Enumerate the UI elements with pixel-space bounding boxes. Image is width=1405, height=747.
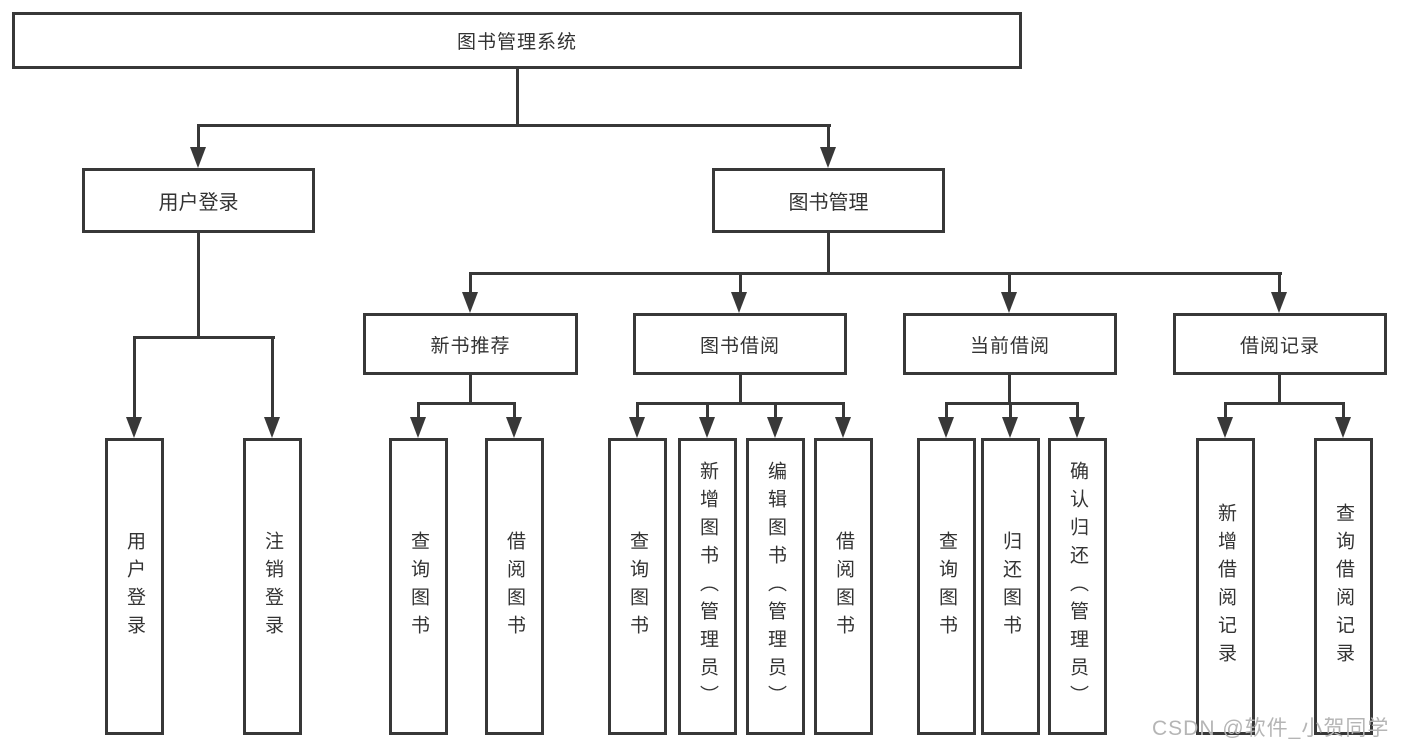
connector-line xyxy=(739,272,742,296)
csdn-watermark: CSDN @软件_小贺同学 xyxy=(1152,717,1390,740)
leaf-label: 新增图书（管理员） xyxy=(697,460,718,713)
arrowhead-down-icon xyxy=(731,292,747,313)
arrowhead-down-icon xyxy=(1002,417,1018,438)
arrowhead-down-icon xyxy=(1069,417,1085,438)
arrowhead-down-icon xyxy=(1217,417,1233,438)
leaf-add-borrow-record: 新增借阅记录 xyxy=(1196,438,1255,735)
leaf-label: 查询借阅记录 xyxy=(1333,502,1354,671)
node-label: 当前借阅 xyxy=(969,335,1050,357)
leaf-label: 新增借阅记录 xyxy=(1215,502,1236,671)
leaf-query-books-3: 查询图书 xyxy=(917,438,976,735)
node-root-library-system: 图书管理系统 xyxy=(12,12,1022,69)
arrowhead-down-icon xyxy=(1271,292,1287,313)
leaf-logout: 注销登录 xyxy=(243,438,302,735)
connector-line xyxy=(1008,272,1011,296)
node-label: 借阅记录 xyxy=(1239,335,1320,357)
connector-line xyxy=(1342,402,1345,420)
connector-line xyxy=(513,402,516,420)
node-label: 图书借阅 xyxy=(699,335,780,357)
leaf-label: 编辑图书（管理员） xyxy=(765,460,786,713)
connector-line xyxy=(469,375,472,404)
node-current-borrow: 当前借阅 xyxy=(903,313,1117,375)
leaf-borrow-books-1: 借阅图书 xyxy=(485,438,544,735)
connector-line xyxy=(706,402,709,420)
connector-line xyxy=(1008,375,1011,404)
arrowhead-down-icon xyxy=(410,417,426,438)
connector-line xyxy=(945,402,948,420)
arrowhead-down-icon xyxy=(506,417,522,438)
leaf-label: 注销登录 xyxy=(262,530,283,643)
leaf-edit-books-admin: 编辑图书（管理员） xyxy=(746,438,805,735)
leaf-label: 借阅图书 xyxy=(833,530,854,643)
node-book-borrow: 图书借阅 xyxy=(633,313,847,375)
connector-line xyxy=(1278,272,1281,296)
arrowhead-down-icon xyxy=(767,417,783,438)
connector-line xyxy=(1224,402,1227,420)
arrowhead-down-icon xyxy=(190,147,206,168)
node-label: 用户登录 xyxy=(158,192,239,214)
connector-line xyxy=(417,402,420,420)
leaf-label: 用户登录 xyxy=(124,530,145,643)
node-label: 新书推荐 xyxy=(430,335,511,357)
leaf-query-books-1: 查询图书 xyxy=(389,438,448,735)
node-borrow-record: 借阅记录 xyxy=(1173,313,1387,375)
leaf-user-login: 用户登录 xyxy=(105,438,164,735)
arrowhead-down-icon xyxy=(1001,292,1017,313)
arrowhead-down-icon xyxy=(264,417,280,438)
node-user-login: 用户登录 xyxy=(82,168,315,233)
connector-line xyxy=(516,69,519,127)
connector-line xyxy=(827,124,830,152)
leaf-label: 归还图书 xyxy=(1000,530,1021,643)
arrowhead-down-icon xyxy=(462,292,478,313)
connector-line xyxy=(774,402,777,420)
connector-line xyxy=(469,272,472,296)
arrowhead-down-icon xyxy=(126,417,142,438)
connector-line xyxy=(636,402,639,420)
connector-line xyxy=(739,375,742,404)
leaf-label: 查询图书 xyxy=(627,530,648,643)
connector-line xyxy=(842,402,845,420)
connector-line xyxy=(133,336,275,339)
connector-line xyxy=(1278,375,1281,404)
arrowhead-down-icon xyxy=(938,417,954,438)
leaf-add-books-admin: 新增图书（管理员） xyxy=(678,438,737,735)
connector-line xyxy=(1076,402,1079,420)
leaf-return-books: 归还图书 xyxy=(981,438,1040,735)
arrowhead-down-icon xyxy=(835,417,851,438)
connector-line xyxy=(1009,402,1012,420)
connector-line xyxy=(271,336,274,420)
leaf-borrow-books-2: 借阅图书 xyxy=(814,438,873,735)
arrowhead-down-icon xyxy=(699,417,715,438)
node-new-book-recommend: 新书推荐 xyxy=(363,313,578,375)
leaf-label: 确认归还（管理员） xyxy=(1067,460,1088,713)
arrowhead-down-icon xyxy=(820,147,836,168)
leaf-query-books-2: 查询图书 xyxy=(608,438,667,735)
connector-line xyxy=(197,231,200,338)
connector-line xyxy=(197,124,200,152)
connector-line xyxy=(133,336,136,420)
arrowhead-down-icon xyxy=(1335,417,1351,438)
leaf-label: 查询图书 xyxy=(936,530,957,643)
node-book-management: 图书管理 xyxy=(712,168,945,233)
connector-line xyxy=(197,124,831,127)
leaf-confirm-return-admin: 确认归还（管理员） xyxy=(1048,438,1107,735)
connector-line xyxy=(827,231,830,275)
connector-line xyxy=(636,402,845,405)
arrowhead-down-icon xyxy=(629,417,645,438)
connector-line xyxy=(417,402,515,405)
leaf-label: 借阅图书 xyxy=(504,530,525,643)
node-label: 图书管理 xyxy=(788,192,869,214)
connector-line xyxy=(1224,402,1344,405)
node-label: 图书管理系统 xyxy=(456,32,577,53)
leaf-query-borrow-record: 查询借阅记录 xyxy=(1314,438,1373,735)
connector-line xyxy=(469,272,1282,275)
leaf-label: 查询图书 xyxy=(408,530,429,643)
